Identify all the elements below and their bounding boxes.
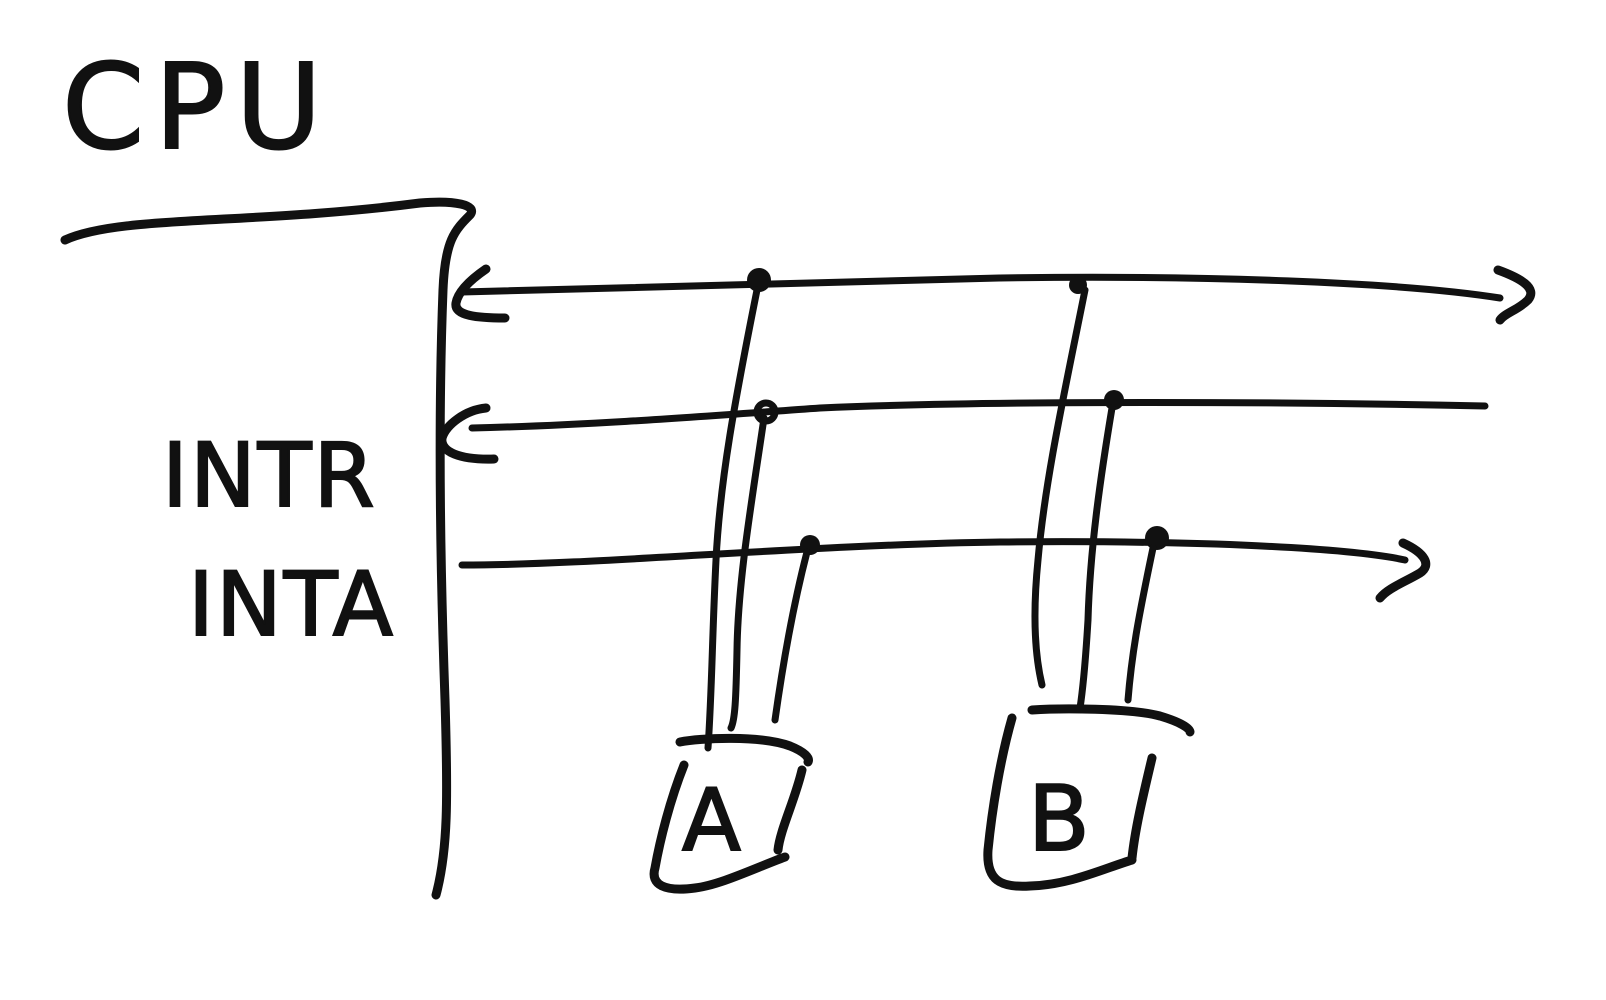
device-a-wire-inta [771,548,811,724]
device-b-wire-bus [1031,286,1089,689]
cpu-label: CPU [62,38,332,176]
junction-dot-b-inta [1145,526,1169,550]
device-a-box [649,733,813,894]
device-b-wire-inta [1124,544,1157,704]
bus-top-in-arrowhead [451,264,510,323]
bus-top-out-arrowhead [1493,265,1536,325]
device-b-wire-intr [1076,404,1116,712]
device-b-label: B [1028,767,1090,872]
device-b-box [983,704,1195,891]
intr-in-arrowhead [437,403,499,464]
junction-dot-b-intr [1104,390,1124,410]
cpu-block-outline [60,197,477,900]
device-a-wire-intr [727,414,768,732]
device-a-label: A [682,771,741,871]
intr-line [468,399,1489,432]
inta-line [458,538,1409,569]
device-a-wire-bus [704,286,761,752]
junction-dot-a-top [747,268,771,292]
inta-label: INTA [188,553,395,656]
bus-line-top [458,273,1504,302]
inta-out-arrowhead [1375,538,1431,603]
intr-label: INTR [162,424,377,527]
